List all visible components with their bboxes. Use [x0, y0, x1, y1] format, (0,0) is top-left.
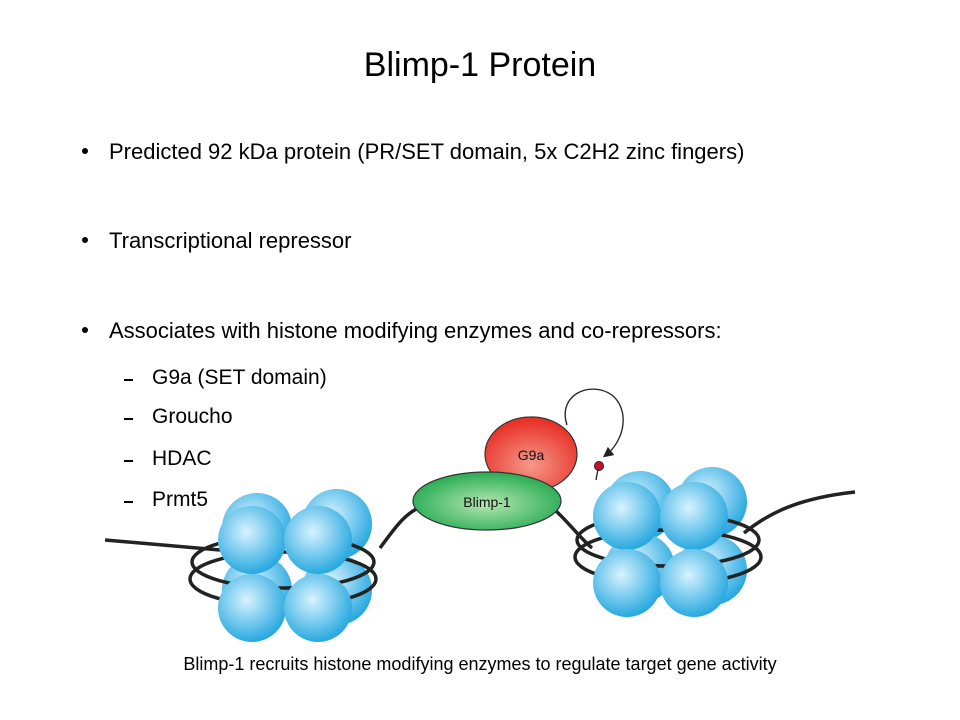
g9a-label: G9a [518, 447, 545, 463]
sub-item: HDAC [124, 446, 212, 472]
sub-item: G9a (SET domain) [124, 365, 327, 391]
sub-item-text: HDAC [152, 447, 212, 470]
sub-item-text: Groucho [152, 405, 233, 428]
bullet-dot-icon [82, 237, 88, 244]
methyl-mark-icon [594, 461, 604, 471]
histone-sphere [593, 482, 661, 550]
sub-item-text: G9a (SET domain) [152, 366, 327, 389]
bullet-text: Associates with histone modifying enzyme… [109, 318, 722, 343]
nucleosome-right [573, 467, 763, 617]
sub-item: Prmt5 [124, 487, 208, 513]
sub-item: Groucho [124, 404, 233, 430]
bullet-dot-icon [82, 327, 88, 334]
bullet-item: Predicted 92 kDa protein (PR/SET domain,… [82, 138, 744, 166]
blimp1-protein [412, 471, 562, 531]
dash-icon [124, 418, 133, 421]
slide-title: Blimp-1 Protein [363, 46, 597, 84]
figure-caption: Blimp-1 recruits histone modifying enzym… [183, 654, 777, 674]
nucleosome-left [188, 489, 378, 642]
bullet-item: Associates with histone modifying enzyme… [82, 317, 722, 345]
dash-icon [124, 460, 133, 463]
sub-item-text: Prmt5 [152, 488, 209, 511]
histone-sphere [218, 506, 286, 574]
mark-stem [595, 468, 599, 481]
bullet-dot-icon [82, 148, 88, 155]
histone-sphere [218, 574, 286, 642]
bullet-text: Transcriptional repressor [109, 228, 352, 253]
dash-icon [124, 501, 133, 504]
dash-icon [124, 379, 133, 382]
histone-sphere [284, 574, 352, 642]
methylation-arrow-icon [564, 388, 624, 458]
bullet-item: Transcriptional repressor [82, 227, 352, 255]
bullet-text: Predicted 92 kDa protein (PR/SET domain,… [109, 139, 745, 164]
histone-sphere [660, 482, 728, 550]
histone-sphere [284, 506, 352, 574]
dna-strand [104, 490, 856, 552]
histone-sphere [593, 549, 661, 617]
blimp1-label: Blimp-1 [463, 494, 511, 510]
histone-sphere [660, 549, 728, 617]
